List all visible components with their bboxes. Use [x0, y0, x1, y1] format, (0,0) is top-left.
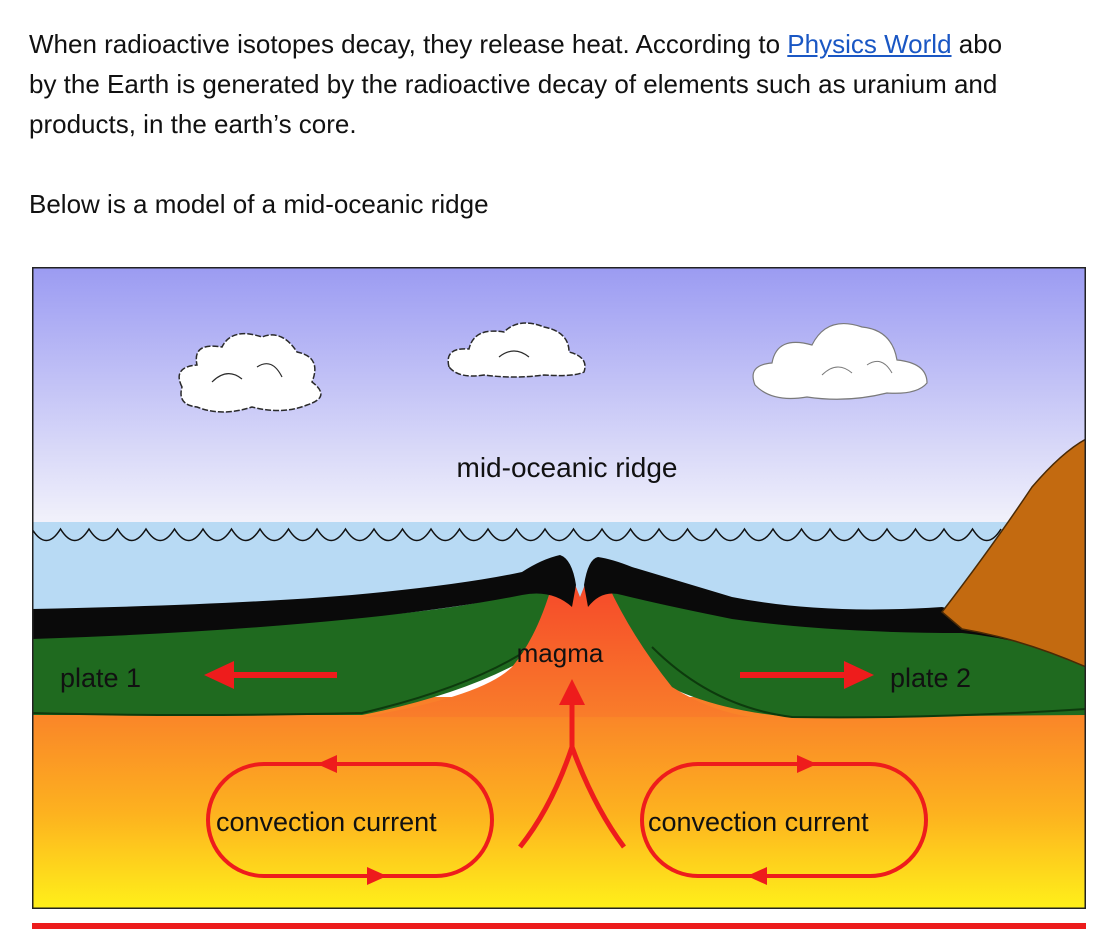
label-mid-oceanic-ridge: mid-oceanic ridge — [457, 452, 678, 483]
cloud-right — [752, 323, 928, 400]
physics-world-link[interactable]: Physics World — [787, 29, 952, 59]
plate-right — [592, 587, 1086, 717]
plate-2-motion-arrow — [740, 661, 874, 689]
plate-1-motion-arrow — [204, 661, 337, 689]
plate-base-outline — [32, 646, 1086, 719]
intro-text-before-link: When radioactive isotopes decay, they re… — [29, 29, 788, 59]
crust-right — [584, 557, 1086, 662]
cloud-middle — [447, 322, 586, 378]
intro-paragraph: When radioactive isotopes decay, they re… — [29, 24, 1120, 144]
diagram-frame — [32, 267, 1086, 909]
mantle — [32, 697, 1086, 909]
magma-rising-arrow — [518, 679, 627, 849]
intro-text-after-link: abo — [951, 29, 1003, 59]
intro-line-2: by the Earth is generated by the radioac… — [29, 69, 998, 99]
label-plate-1: plate 1 — [60, 663, 141, 693]
crust-left — [32, 555, 576, 639]
mid-oceanic-ridge-diagram: mid-oceanic ridge magma plate 1 plate 2 — [32, 267, 1086, 909]
intro-line-1: When radioactive isotopes decay, they re… — [29, 24, 1120, 64]
label-convection-current-right: convection current — [648, 807, 869, 837]
intro-line-3: products, in the earth’s core. — [29, 109, 357, 139]
label-plate-2: plate 2 — [890, 663, 971, 693]
red-divider — [32, 923, 1086, 929]
plate-left — [32, 587, 572, 715]
model-caption: Below is a model of a mid-oceanic ridge — [29, 189, 489, 219]
ridge-diagram-svg: mid-oceanic ridge magma plate 1 plate 2 — [32, 267, 1086, 909]
convection-loop-left — [206, 755, 494, 885]
ocean-waves — [32, 527, 1002, 542]
continent — [940, 438, 1086, 668]
wave-line — [32, 527, 1002, 542]
convection-loop-right — [640, 755, 928, 885]
cloud-left — [178, 332, 322, 413]
label-magma: magma — [517, 638, 604, 668]
magma-chamber — [362, 573, 752, 717]
label-convection-current-left: convection current — [216, 807, 437, 837]
